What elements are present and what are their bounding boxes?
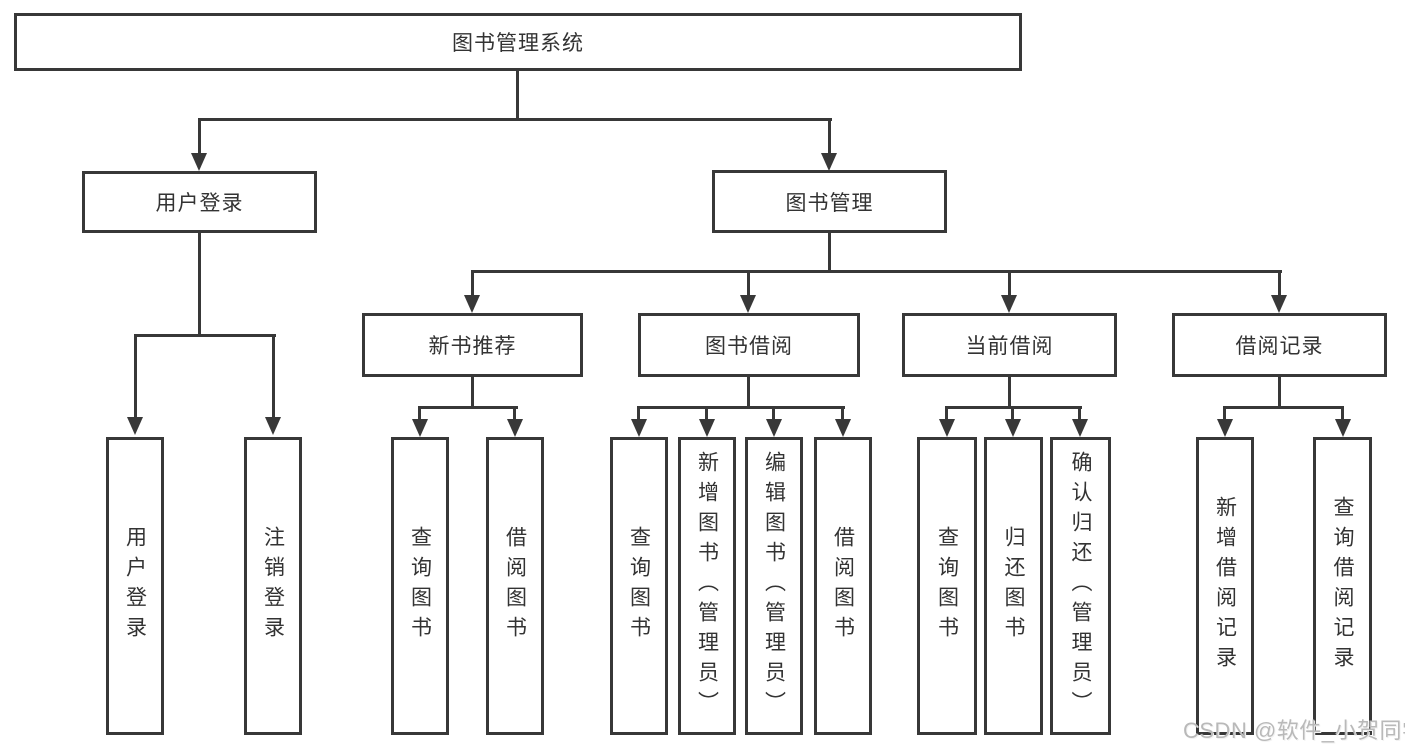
arrow-down-icon <box>1271 295 1287 313</box>
connector-line <box>1078 406 1081 421</box>
connector-line <box>1008 270 1011 297</box>
leaf-label: 编辑图书（管理员） <box>762 451 786 721</box>
leaf-add-borrow-record: 新增借阅记录 <box>1196 437 1254 735</box>
connector-line <box>747 270 750 297</box>
leaf-label: 归还图书 <box>1002 526 1025 646</box>
node-label: 新书推荐 <box>428 335 517 358</box>
arrow-down-icon <box>821 153 837 171</box>
connector-line <box>513 406 516 421</box>
node-current-borrow: 当前借阅 <box>902 313 1117 377</box>
leaf-label: 确认归还（管理员） <box>1069 451 1092 721</box>
connector-line <box>1278 377 1281 408</box>
arrow-down-icon <box>1217 419 1233 437</box>
leaf-query-book-current: 查询图书 <box>917 437 977 735</box>
connector-line <box>841 406 844 421</box>
connector-line <box>471 270 1282 273</box>
leaf-borrow-book: 借阅图书 <box>814 437 872 735</box>
connector-line <box>1223 406 1226 421</box>
connector-line <box>772 406 775 421</box>
connector-line <box>637 406 845 409</box>
leaf-user-login: 用户登录 <box>106 437 164 735</box>
leaf-edit-book-admin: 编辑图书（管理员） <box>745 437 803 735</box>
csdn-watermark: CSDN @软件_小贺同学 <box>1183 718 1405 743</box>
connector-line <box>637 406 640 421</box>
node-label: 借阅记录 <box>1235 335 1324 358</box>
arrow-down-icon <box>265 417 281 435</box>
leaf-query-borrow-record: 查询借阅记录 <box>1313 437 1372 735</box>
node-borrow-record: 借阅记录 <box>1172 313 1387 377</box>
node-book-management: 图书管理 <box>712 170 947 233</box>
leaf-label: 新增借阅记录 <box>1213 496 1237 676</box>
connector-line <box>418 406 518 409</box>
node-new-book-recommend: 新书推荐 <box>362 313 583 377</box>
arrow-down-icon <box>1005 419 1021 437</box>
node-library-management-system: 图书管理系统 <box>14 13 1022 71</box>
connector-line <box>828 233 831 272</box>
connector-line <box>945 406 948 421</box>
connector-line <box>198 118 832 121</box>
arrow-down-icon <box>631 419 647 437</box>
arrow-down-icon <box>939 419 955 437</box>
arrow-down-icon <box>464 295 480 313</box>
leaf-add-book-admin: 新增图书（管理员） <box>678 437 736 735</box>
connector-line <box>198 233 201 337</box>
connector-line <box>418 406 421 421</box>
node-label: 图书管理系统 <box>452 32 584 55</box>
leaf-logout: 注销登录 <box>244 437 302 735</box>
leaf-label: 查询图书 <box>627 526 651 646</box>
leaf-label: 借阅图书 <box>831 526 855 646</box>
connector-line <box>134 334 276 337</box>
arrow-down-icon <box>507 419 523 437</box>
arrow-down-icon <box>699 419 715 437</box>
connector-line <box>1011 406 1014 421</box>
arrow-down-icon <box>127 417 143 435</box>
connector-line <box>471 270 474 297</box>
arrow-down-icon <box>1072 419 1088 437</box>
arrow-down-icon <box>740 295 756 313</box>
leaf-label: 注销登录 <box>261 526 285 646</box>
arrow-down-icon <box>1001 295 1017 313</box>
connector-line <box>516 70 519 120</box>
leaf-return-book: 归还图书 <box>984 437 1043 735</box>
leaf-query-book-recommend: 查询图书 <box>391 437 449 735</box>
arrow-down-icon <box>191 153 207 171</box>
arrow-down-icon <box>766 419 782 437</box>
node-book-borrow: 图书借阅 <box>638 313 860 377</box>
leaf-label: 查询图书 <box>408 526 432 646</box>
leaf-confirm-return-admin: 确认归还（管理员） <box>1050 437 1111 735</box>
leaf-label: 新增图书（管理员） <box>695 451 719 721</box>
node-label: 图书管理 <box>785 191 874 215</box>
connector-line <box>705 406 708 421</box>
arrow-down-icon <box>412 419 428 437</box>
connector-line <box>1008 377 1011 408</box>
leaf-label: 借阅图书 <box>503 526 527 646</box>
leaf-label: 查询借阅记录 <box>1331 496 1354 676</box>
leaf-label: 用户登录 <box>123 526 147 646</box>
connector-line <box>272 334 275 419</box>
leaf-query-book-borrow: 查询图书 <box>610 437 668 735</box>
node-label: 用户登录 <box>155 192 244 215</box>
arrow-down-icon <box>835 419 851 437</box>
connector-line <box>747 377 750 408</box>
connector-line <box>198 118 201 155</box>
leaf-label: 查询图书 <box>935 526 959 646</box>
connector-line <box>471 377 474 408</box>
node-label: 当前借阅 <box>965 335 1054 358</box>
connector-line <box>1223 406 1344 409</box>
node-label: 图书借阅 <box>705 335 793 358</box>
connector-line <box>1341 406 1344 421</box>
connector-line <box>1278 270 1281 297</box>
connector-line <box>828 118 831 155</box>
arrow-down-icon <box>1335 419 1351 437</box>
leaf-borrow-book-recommend: 借阅图书 <box>486 437 544 735</box>
connector-line <box>134 334 137 419</box>
node-user-login: 用户登录 <box>82 171 317 233</box>
